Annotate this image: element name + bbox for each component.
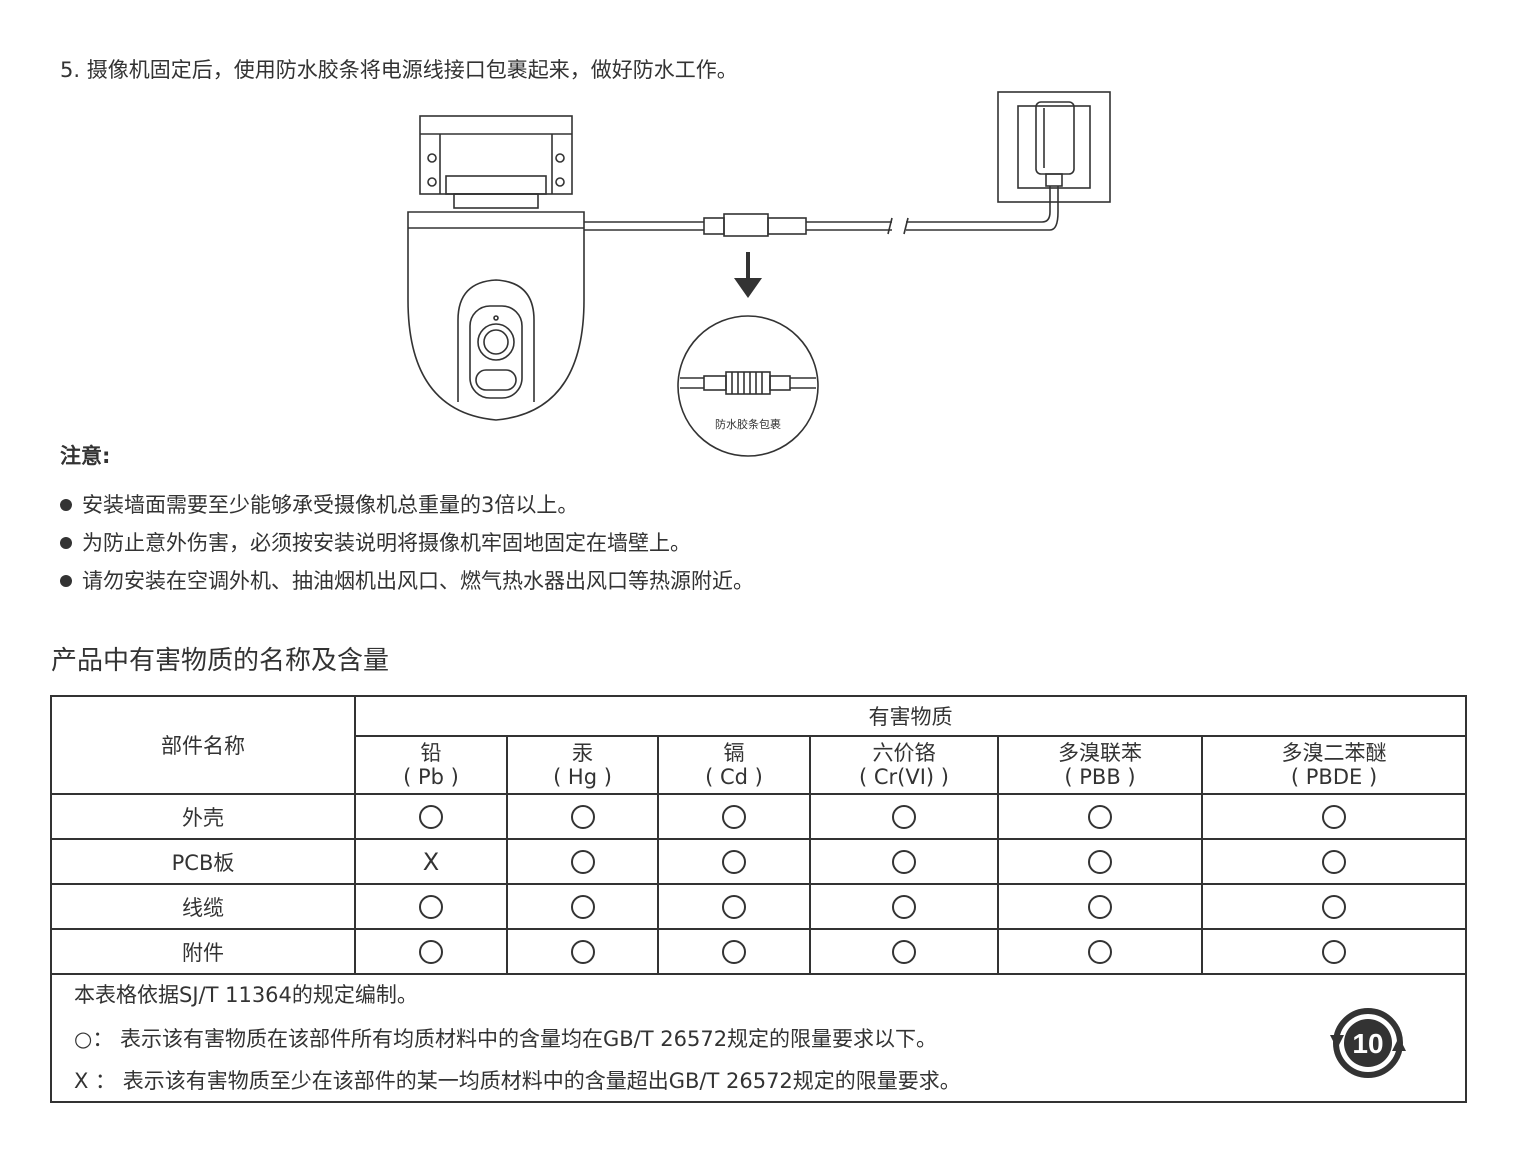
table-row: 附件 ○ ○ ○ ○ ○ ○ (50, 928, 1468, 975)
bullet-icon (60, 537, 72, 549)
footnote-circle: ○： 表示该有害物质在该部件所有均质材料中的含量均在GB/T 26572规定的限… (74, 1027, 938, 1051)
down-arrow-icon (734, 252, 762, 298)
notes-list: 安装墙面需要至少能够承受摄像机总重量的3倍以上。 为防止意外伤害，必须按安装说明… (60, 486, 754, 600)
table-row: PCB板 X ○ ○ ○ ○ ○ (50, 838, 1468, 885)
substance-value-cell: ○ (997, 838, 1203, 885)
substance-value-cell: ○ (997, 928, 1203, 975)
wall-socket-adapter (997, 91, 1111, 203)
compliant-circle-icon: ○ (722, 895, 746, 919)
substance-value-cell: ○ (1200, 838, 1468, 885)
compliant-circle-icon: ○ (722, 805, 746, 829)
substance-value-cell: ○ (809, 793, 999, 840)
substance-value-cell: ○ (506, 838, 659, 885)
note-item: 为防止意外伤害，必须按安装说明将摄像机牢固地固定在墙壁上。 (60, 524, 754, 562)
compliant-circle-icon: ○ (892, 850, 916, 874)
table-row: 外壳 ○ ○ ○ ○ ○ ○ (50, 793, 1468, 840)
compliant-circle-icon: ○ (419, 940, 443, 964)
substance-value-cell: ○ (809, 883, 999, 930)
substance-value-cell: ○ (809, 928, 999, 975)
notes-heading: 注意: (60, 444, 111, 468)
substance-value-cell: ○ (1200, 928, 1468, 975)
substance-header: 汞( Hg ) (506, 735, 659, 795)
substance-value-cell: ○ (1200, 793, 1468, 840)
compliant-circle-icon: ○ (1322, 940, 1347, 964)
substance-header: 镉( Cd ) (657, 735, 811, 795)
compliant-circle-icon: ○ (722, 940, 746, 964)
compliant-circle-icon: ○ (570, 895, 595, 919)
step-instruction: 5. 摄像机固定后，使用防水胶条将电源线接口包裹起来，做好防水工作。 (60, 58, 738, 82)
bullet-icon (60, 575, 72, 587)
waterproof-callout (677, 315, 819, 457)
camera-body (407, 211, 585, 421)
substance-value-cell: ○ (997, 883, 1203, 930)
note-item: 安装墙面需要至少能够承受摄像机总重量的3倍以上。 (60, 486, 754, 524)
part-name-cell: 线缆 (50, 883, 356, 930)
compliant-circle-icon: ○ (892, 940, 916, 964)
substance-value-cell: ○ (657, 928, 811, 975)
compliant-circle-icon: ○ (1322, 805, 1347, 829)
part-name-cell: PCB板 (50, 838, 356, 885)
note-item: 请勿安装在空调外机、抽油烟机出风口、燃气热水器出风口等热源附近。 (60, 562, 754, 600)
hazardous-substance-table: 部件名称 有害物质 铅( Pb ) 汞( Hg ) 镉( Cd ) 六价铬( C… (49, 695, 1468, 1103)
substance-value-cell: ○ (506, 928, 659, 975)
substance-value-cell: ○ (354, 928, 508, 975)
table-row: 线缆 ○ ○ ○ ○ ○ ○ (50, 883, 1468, 930)
compliant-circle-icon: ○ (1088, 850, 1112, 874)
compliant-circle-icon: ○ (722, 850, 746, 874)
compliant-circle-icon: ○ (419, 805, 443, 829)
substance-header: 多溴联苯( PBB ) (997, 735, 1203, 795)
table-footer: 本表格依据SJ/T 11364的规定编制。 ○： 表示该有害物质在该部件所有均质… (49, 973, 1468, 1103)
compliant-circle-icon: ○ (1322, 850, 1347, 874)
compliant-circle-icon: ○ (1088, 940, 1112, 964)
bullet-icon (60, 499, 72, 511)
substance-header: 六价铬( Cr(VI) ) (809, 735, 999, 795)
substance-header: 铅( Pb ) (354, 735, 508, 795)
compliant-circle-icon: ○ (1322, 895, 1347, 919)
logo-number: 10 (1352, 1028, 1383, 1059)
part-name-cell: 外壳 (50, 793, 356, 840)
compliant-circle-icon: ○ (419, 895, 443, 919)
power-cable (584, 186, 1059, 237)
part-name-header: 部件名称 (50, 695, 356, 795)
substance-value-cell: ○ (657, 883, 811, 930)
compliant-circle-icon: ○ (892, 895, 916, 919)
exceeds-cross-icon: X (422, 847, 440, 876)
compliant-circle-icon: ○ (570, 850, 595, 874)
substance-value-cell: X (354, 838, 508, 885)
substance-header: 多溴二苯醚( PBDE ) (1200, 735, 1468, 795)
substance-value-cell: ○ (354, 883, 508, 930)
substance-group-header: 有害物质 (353, 695, 1468, 737)
section-title: 产品中有害物质的名称及含量 (51, 646, 390, 676)
substance-value-cell: ○ (354, 793, 508, 840)
substance-value-cell: ○ (506, 883, 659, 930)
substance-value-cell: ○ (657, 793, 811, 840)
compliant-circle-icon: ○ (570, 805, 595, 829)
substance-value-cell: ○ (506, 793, 659, 840)
compliant-circle-icon: ○ (570, 940, 595, 964)
compliant-circle-icon: ○ (1088, 805, 1112, 829)
footnote-cross: X ： 表示该有害物质至少在该部件的某一均质材料中的含量超出GB/T 26572… (74, 1069, 961, 1093)
substance-value-cell: ○ (809, 838, 999, 885)
compliant-circle-icon: ○ (892, 805, 916, 829)
substance-value-cell: ○ (1200, 883, 1468, 930)
installation-illustration: 防水胶条包裹 (407, 91, 1111, 457)
substance-value-cell: ○ (657, 838, 811, 885)
compliant-circle-icon: ○ (1088, 895, 1112, 919)
camera-mount-bracket (419, 115, 573, 209)
part-name-cell: 附件 (50, 928, 356, 975)
environmental-protection-period-logo: 10 (1330, 1008, 1407, 1078)
callout-label: 防水胶条包裹 (715, 417, 781, 431)
footnote-standard: 本表格依据SJ/T 11364的规定编制。 (74, 983, 418, 1007)
substance-value-cell: ○ (997, 793, 1203, 840)
